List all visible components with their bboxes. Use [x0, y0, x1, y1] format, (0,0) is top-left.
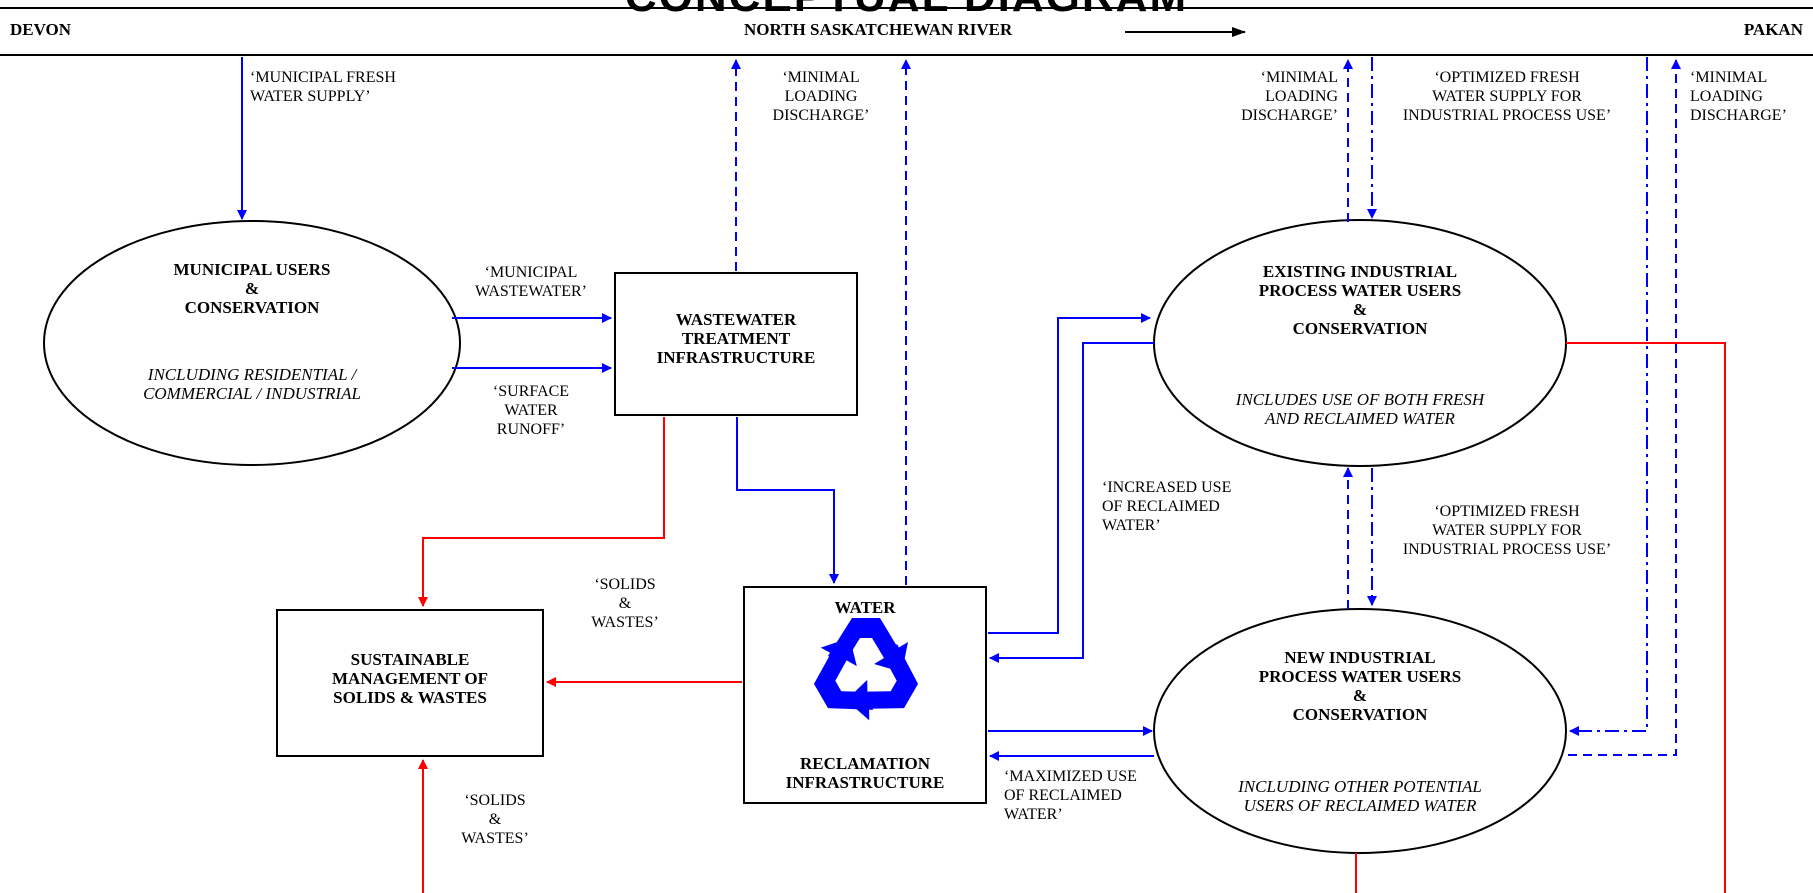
label-optimized-fresh-1: ‘OPTIMIZED FRESH WATER SUPPLY FOR INDUST… [1402, 69, 1612, 124]
label-minimal-discharge-2: ‘MINIMAL LOADING DISCHARGE’ [1241, 69, 1338, 124]
line-existing-solids [1566, 342, 1726, 893]
new-title: NEW INDUSTRIAL PROCESS WATER USERS & CON… [1258, 648, 1462, 724]
arrow-new-discharge [1568, 59, 1681, 756]
reclamation-title-bottom: RECLAMATION INFRASTRUCTURE [785, 754, 945, 792]
diagram-title: CONCEPTUAL DIAGRAM [0, 0, 1813, 22]
label-solids-wastes-2: ‘SOLIDS & WASTES’ [461, 792, 529, 847]
arrow-existing-to-reclamation [989, 342, 1154, 663]
recycle-icon [799, 618, 931, 733]
solids-title: SUSTAINABLE MANAGEMENT OF SOLIDS & WASTE… [332, 650, 488, 707]
river-start-label: DEVON [10, 20, 72, 39]
label-increased-reclaimed: ‘INCREASED USE OF RECLAIMED WATER’ [1102, 479, 1232, 534]
wastewater-title: WASTEWATER TREATMENT INFRASTRUCTURE [656, 310, 816, 367]
water-reclamation-node [743, 586, 987, 804]
wastewater-treatment-node [614, 272, 858, 416]
river-name-label: NORTH SASKATCHEWAN RIVER [744, 20, 1013, 39]
label-municipal-wastewater: ‘MUNICIPAL WASTEWATER’ [475, 264, 587, 300]
label-solids-wastes-1: ‘SOLIDS & WASTES’ [591, 576, 659, 631]
arrow-wastewater-to-reclamation [736, 417, 839, 584]
new-subtitle: INCLUDING OTHER POTENTIAL USERS OF RECLA… [1238, 777, 1482, 815]
municipal-subtitle: INCLUDING RESIDENTIAL / COMMERCIAL / IND… [143, 365, 361, 403]
existing-industrial-node [1153, 219, 1567, 467]
new-industrial-node [1153, 608, 1567, 854]
existing-title: EXISTING INDUSTRIAL PROCESS WATER USERS … [1258, 262, 1462, 338]
label-municipal-fresh: ‘MUNICIPAL FRESH WATER SUPPLY’ [250, 69, 396, 105]
arrow-wastewater-solids [418, 417, 665, 607]
label-maximized-reclaimed: ‘MAXIMIZED USE OF RECLAIMED WATER’ [1004, 768, 1137, 823]
arrow-river-fresh-to-new [1569, 57, 1648, 736]
label-minimal-discharge-3: ‘MINIMAL LOADING DISCHARGE’ [1690, 69, 1787, 124]
label-optimized-fresh-2: ‘OPTIMIZED FRESH WATER SUPPLY FOR INDUST… [1402, 503, 1612, 558]
reclamation-title-top: WATER [834, 598, 896, 617]
river-end-label: PAKAN [1743, 20, 1803, 39]
municipal-title: MUNICIPAL USERS & CONSERVATION [173, 260, 331, 317]
existing-subtitle: INCLUDES USE OF BOTH FRESH AND RECLAIMED… [1235, 390, 1485, 428]
label-minimal-discharge-1: ‘MINIMAL LOADING DISCHARGE’ [772, 69, 870, 124]
municipal-users-node [43, 220, 461, 466]
solids-management-node [276, 609, 544, 757]
arrow-reclaimed-to-existing [988, 313, 1151, 634]
label-surface-runoff: ‘SURFACE WATER RUNOFF’ [492, 383, 570, 438]
